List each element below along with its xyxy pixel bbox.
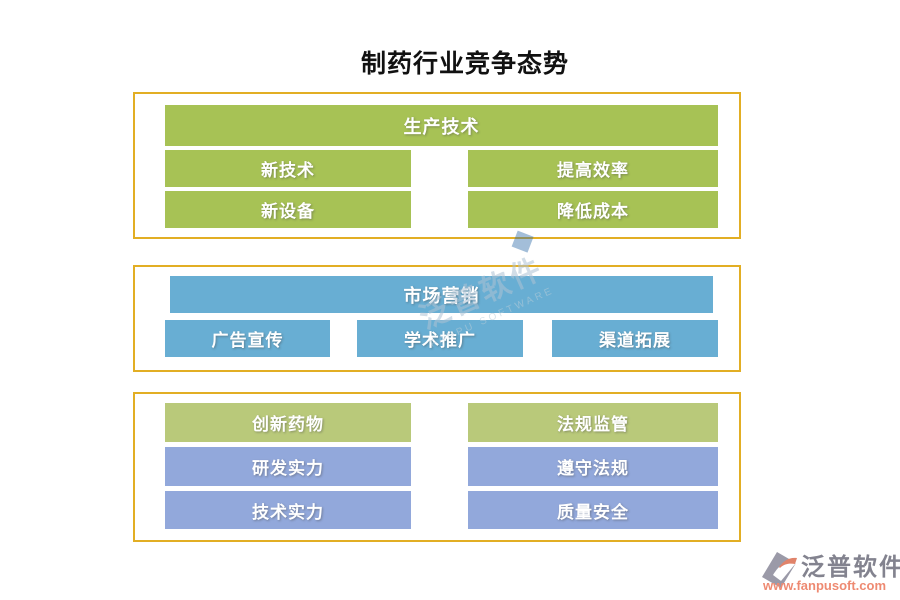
node-channel-expansion: 渠道拓展: [552, 320, 718, 357]
production-technology-header: 生产技术: [165, 105, 718, 146]
section-production-technology: 生产技术 新技术 提高效率 新设备 降低成本: [133, 92, 741, 239]
node-reduce-cost: 降低成本: [468, 191, 718, 228]
footer-brand-text: 泛普软件: [801, 552, 900, 581]
node-improve-efficiency: 提高效率: [468, 150, 718, 187]
fanpu-logo-icon: [762, 552, 797, 588]
node-new-equipment: 新设备: [165, 191, 411, 228]
page-title: 制药行业竞争态势: [360, 49, 569, 78]
node-innovative-drugs: 创新药物: [165, 403, 411, 442]
node-advertising: 广告宣传: [165, 320, 330, 357]
node-comply-regulations: 遵守法规: [468, 447, 718, 486]
node-new-technology: 新技术: [165, 150, 411, 187]
footer-url-text: www.fanpusoft.com: [763, 578, 887, 593]
marketing-header: 市场营销: [170, 276, 713, 313]
node-quality-safety: 质量安全: [468, 491, 718, 529]
node-rd-strength: 研发实力: [165, 447, 411, 486]
node-regulatory-supervision: 法规监管: [468, 403, 718, 442]
section-innovation-regulation: 创新药物 法规监管 研发实力 遵守法规 技术实力 质量安全: [133, 392, 741, 542]
section-marketing: 市场营销 广告宣传 学术推广 渠道拓展: [133, 265, 741, 372]
node-academic-promotion: 学术推广: [357, 320, 523, 357]
fanpu-footer-logo: 泛普软件 www.fanpusoft.com: [757, 549, 900, 595]
node-technical-strength: 技术实力: [165, 491, 411, 529]
